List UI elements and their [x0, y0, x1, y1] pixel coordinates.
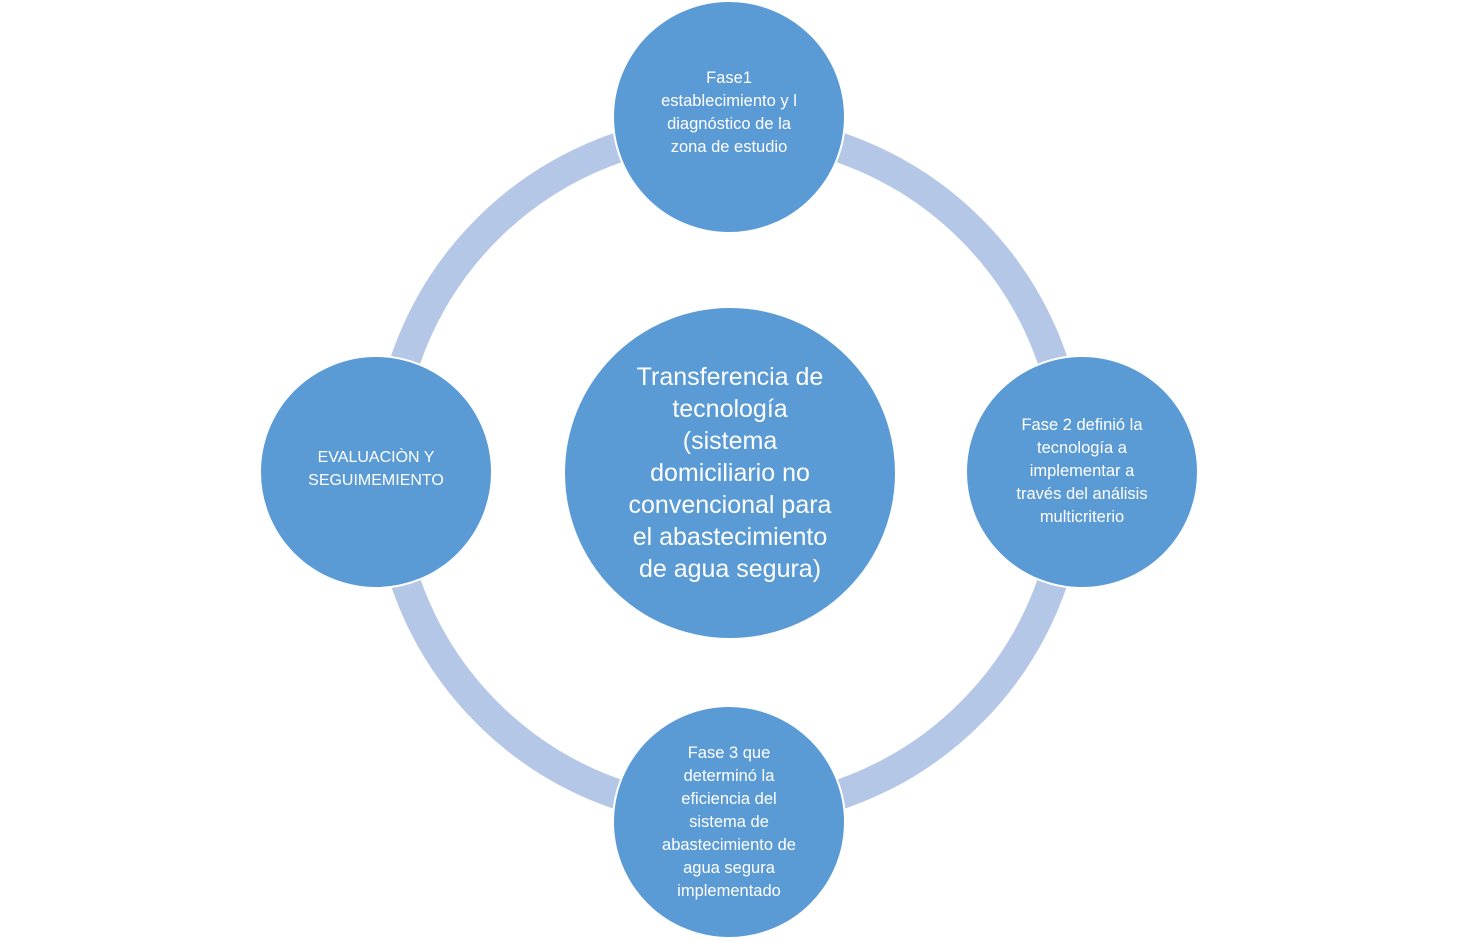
phase-3-node: Fase 3 que determinó la eficiencia del s… — [612, 705, 846, 939]
center-node-label: Transferencia de tecnología (sistema dom… — [628, 363, 832, 583]
phase-2-node: Fase 2 definió la tecnología a implement… — [965, 355, 1199, 589]
phase-1-label: Fase1 establecimiento y l diagnóstico de… — [661, 69, 797, 156]
phase-1-node: Fase1 establecimiento y l diagnóstico de… — [612, 0, 846, 234]
evaluation-node: EVALUACIÒN Y SEGUIMEMIENTO — [259, 355, 493, 589]
phase-3-label: Fase 3 que determinó la eficiencia del s… — [662, 743, 796, 900]
center-node: Transferencia de tecnología (sistema dom… — [563, 306, 897, 640]
evaluation-label: EVALUACIÒN Y SEGUIMEMIENTO — [308, 449, 444, 489]
phase-2-label: Fase 2 definió la tecnología a implement… — [1016, 415, 1148, 526]
